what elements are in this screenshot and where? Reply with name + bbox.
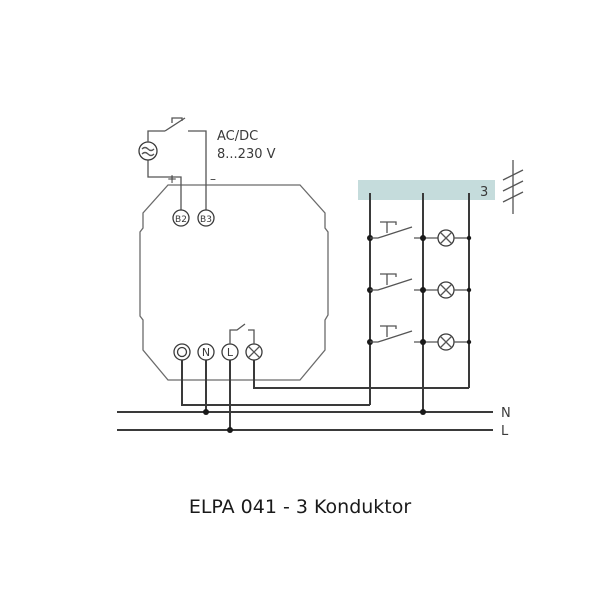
supply-label-1: AC/DC (217, 129, 258, 144)
plus-label: + (167, 172, 177, 186)
svg-text:L: L (227, 346, 234, 359)
channel-1 (367, 221, 472, 247)
channel-2 (367, 273, 472, 299)
terminal-b2: B2 (172, 209, 190, 227)
pushbutton-icon (370, 325, 413, 343)
terminal-l: L (221, 343, 239, 361)
three-wire-icon (502, 160, 524, 214)
terminal-bus (173, 343, 191, 361)
svg-text:B3: B3 (200, 215, 212, 225)
pushbutton-icon (370, 273, 413, 291)
device-housing (139, 184, 329, 381)
svg-text:N: N (202, 346, 210, 359)
supply-label-2: 8...230 V (217, 147, 276, 162)
terminal-b3: B3 (197, 209, 215, 227)
mains-n-label: N (501, 406, 511, 421)
pushbutton-icon (164, 117, 186, 132)
svg-text:B2: B2 (175, 215, 187, 225)
terminal-lamp (245, 343, 263, 361)
bus-bar (358, 180, 495, 200)
diagram-caption: ELPA 041 - 3 Konduktor (188, 496, 412, 518)
wire-lamp (253, 360, 469, 389)
mains-l-label: L (501, 424, 509, 439)
pushbutton-icon (370, 221, 413, 239)
channel-3 (367, 325, 472, 351)
ac-source-icon (138, 141, 158, 161)
terminal-n: N (197, 343, 215, 361)
wire-bus (181, 360, 370, 406)
bus-count: 3 (480, 185, 488, 200)
minus-label: – (210, 172, 216, 186)
relay-contact-icon (229, 323, 255, 344)
supply-circuit: AC/DC 8...230 V + – (138, 117, 276, 210)
